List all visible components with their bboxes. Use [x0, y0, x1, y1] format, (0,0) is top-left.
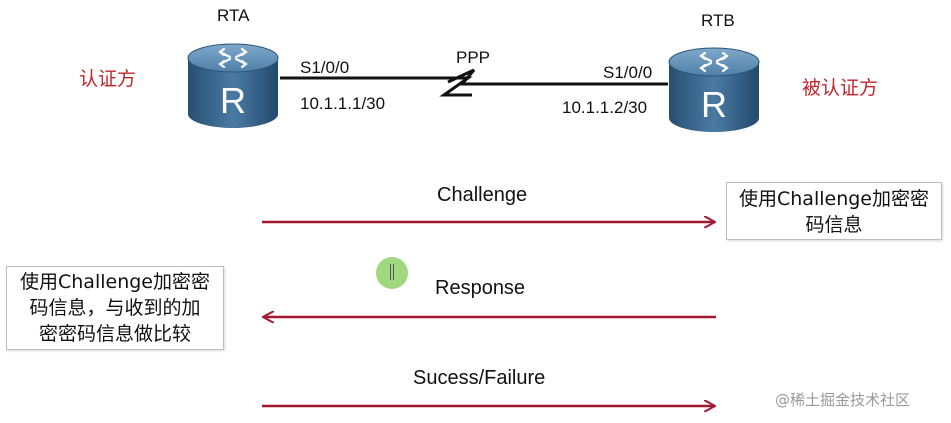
router-rta-name: RTA [217, 6, 250, 25]
serial-link [280, 68, 668, 97]
router-rtb-letter: R [701, 84, 727, 125]
result-label: Sucess/Failure [413, 367, 546, 389]
rta-interface-label: S1/0/0 [300, 58, 350, 77]
rtb-note-line: 使用Challenge加密密 [739, 188, 929, 210]
watermark: @稀土掘金技术社区 [775, 391, 911, 409]
cursor-highlight [376, 257, 408, 289]
router-rta-icon [187, 43, 279, 128]
rta-note-line: 密密码信息做比较 [38, 323, 191, 345]
rtb-ip-label: 10.1.1.2/30 [562, 98, 648, 117]
link-protocol-label: PPP [456, 48, 491, 67]
rta-note-line: 使用Challenge加密密 [20, 271, 210, 293]
router-rtb-icon [668, 47, 760, 132]
rta-note-box: 使用Challenge加密密 码信息，与收到的加 密密码信息做比较 [6, 266, 224, 350]
rta-note-line: 码信息，与收到的加 [29, 297, 201, 319]
authenticatee-role-label: 被认证方 [802, 77, 879, 99]
text-cursor-icon [390, 264, 394, 280]
rta-ip-label: 10.1.1.1/30 [300, 94, 386, 113]
rtb-note-box: 使用Challenge加密密 码信息 [726, 182, 942, 240]
challenge-label: Challenge [437, 184, 528, 206]
router-rtb-name: RTB [701, 11, 735, 30]
authenticator-role-label: 认证方 [79, 68, 137, 90]
rtb-note-line: 码信息 [805, 214, 863, 236]
response-label: Response [435, 277, 526, 299]
router-rta-letter: R [220, 80, 246, 121]
rtb-interface-label: S1/0/0 [603, 63, 653, 82]
